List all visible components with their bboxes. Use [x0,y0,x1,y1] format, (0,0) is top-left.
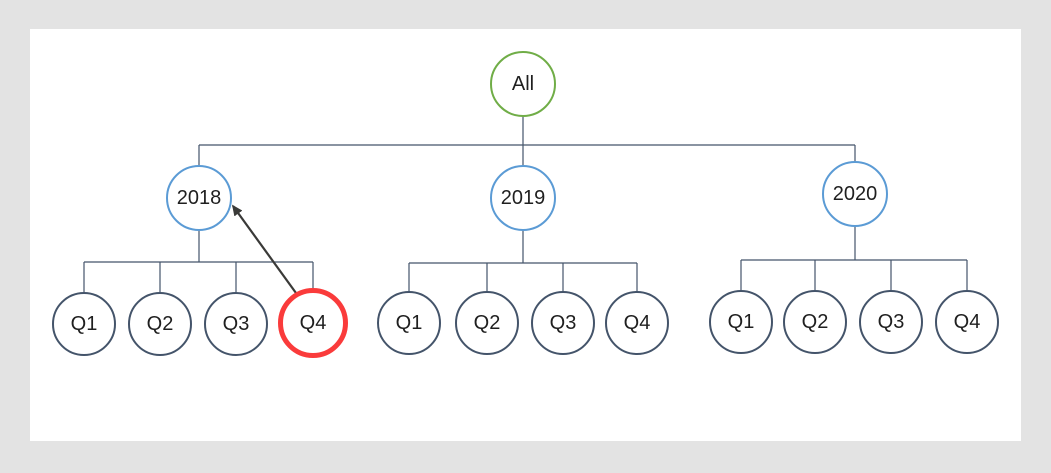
node-2019-q3: Q3 [531,291,595,355]
node-2018: 2018 [166,165,232,231]
node-2020-q1: Q1 [709,290,773,354]
node-2020-q3: Q3 [859,290,923,354]
node-2019-q4: Q4 [605,291,669,355]
node-2018-q4-highlighted: Q4 [278,288,348,358]
node-2019-q2: Q2 [455,291,519,355]
node-2018-q3: Q3 [204,292,268,356]
node-2020: 2020 [822,161,888,227]
node-all: All [490,51,556,117]
diagram-canvas: All 2018 2019 2020 Q1 Q2 Q3 Q4 Q1 Q2 Q3 … [30,29,1021,441]
node-2020-q4: Q4 [935,290,999,354]
drill-annotation-arrow [231,204,297,294]
node-2020-q2: Q2 [783,290,847,354]
node-2019: 2019 [490,165,556,231]
node-2019-q1: Q1 [377,291,441,355]
node-2018-q1: Q1 [52,292,116,356]
connector-lines [83,117,968,294]
node-2018-q2: Q2 [128,292,192,356]
